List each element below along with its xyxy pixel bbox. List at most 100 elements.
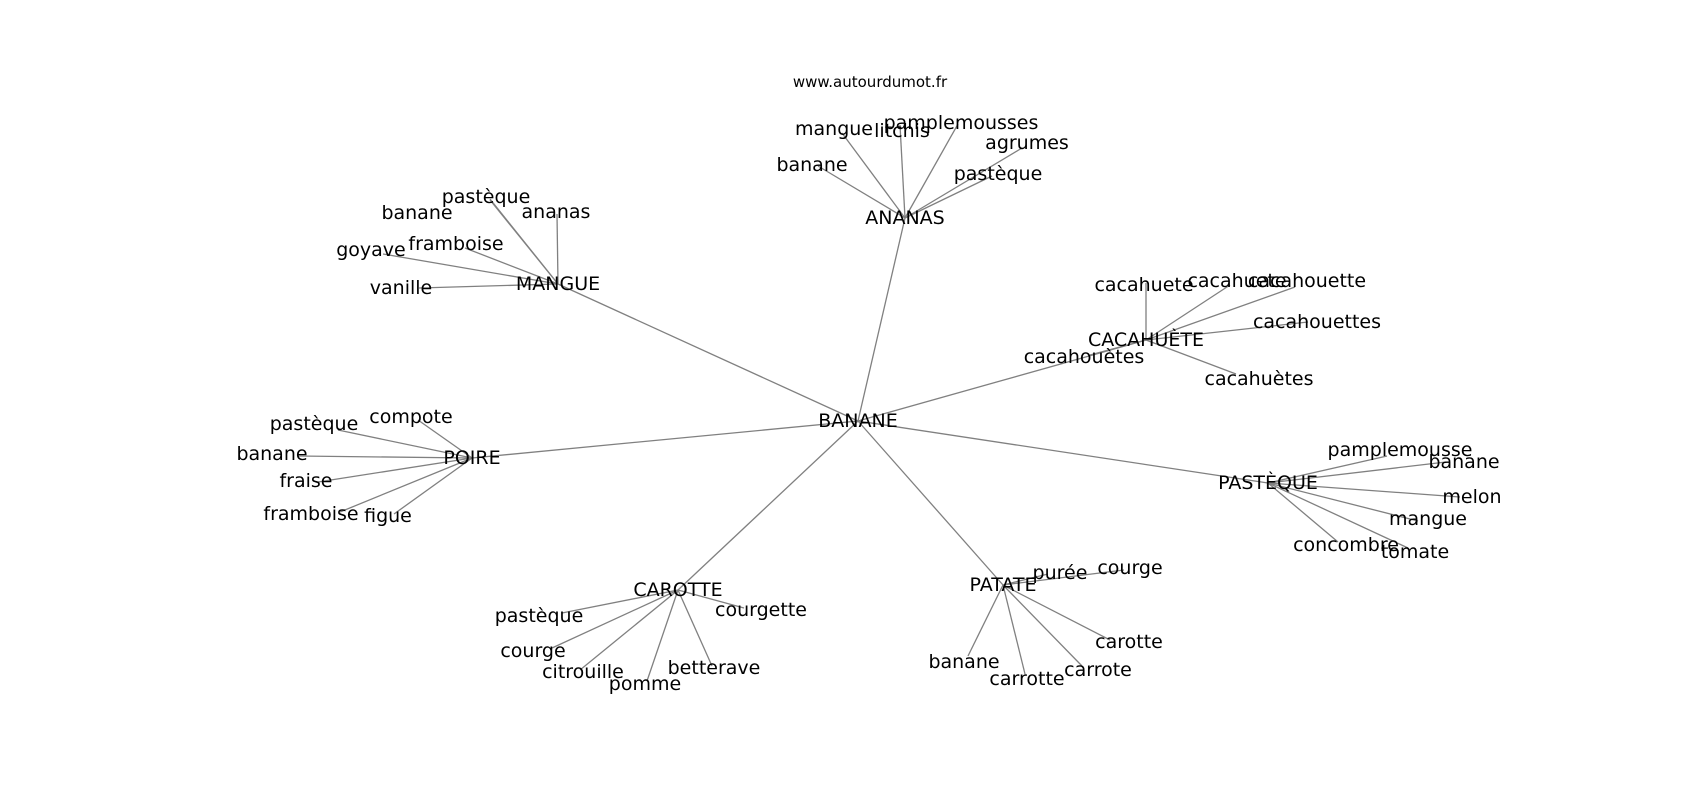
edge-center-to-6 <box>857 420 1004 586</box>
node-leaf-4-5: tomate <box>1381 541 1449 563</box>
edge-hub-5-leaf-3 <box>579 589 679 671</box>
edge-hub-5-leaf-5 <box>677 589 713 667</box>
edge-hub-2-leaf-5 <box>1145 339 1237 375</box>
node-leaf-3-1: pastèque <box>270 413 359 435</box>
edge-hub-3-leaf-0 <box>417 419 473 459</box>
node-leaf-4-1: banane <box>1428 451 1499 473</box>
node-hub-6: PATATE <box>969 574 1036 596</box>
node-leaf-5-4: pomme <box>609 673 681 695</box>
node-hub-5: CAROTTE <box>633 579 722 601</box>
node-leaf-3-2: banane <box>236 443 307 465</box>
node-leaf-0-0: mangue <box>795 118 873 140</box>
node-leaf-6-3: banane <box>928 651 999 673</box>
node-leaf-5-5: betterave <box>668 657 761 679</box>
edge-center-to-4 <box>857 420 1269 484</box>
edge-hub-3-leaf-1 <box>337 429 473 459</box>
edge-hub-6-leaf-5 <box>1002 584 1083 667</box>
node-leaf-1-4: goyave <box>336 239 406 261</box>
edge-hub-2-leaf-4 <box>1089 339 1147 356</box>
node-leaf-2-1: cacahuete <box>1187 270 1286 292</box>
node-leaf-1-1: banane <box>381 202 452 224</box>
edge-hub-1-leaf-1 <box>489 199 559 285</box>
edge-hub-3-leaf-5 <box>393 457 473 515</box>
edge-hub-0-leaf-3 <box>904 147 1023 219</box>
node-leaf-0-5: pastèque <box>954 163 1043 185</box>
node-leaf-0-1: litchis <box>874 120 930 142</box>
node-leaf-0-4: banane <box>776 154 847 176</box>
edge-hub-2-leaf-1 <box>1145 284 1231 341</box>
edge-hub-6-leaf-0 <box>1002 573 1049 586</box>
node-leaf-0-2: pamplemousses <box>884 112 1039 134</box>
node-leaf-4-3: mangue <box>1389 508 1467 530</box>
node-leaf-6-5: carrote <box>1064 659 1132 681</box>
node-leaf-0-3: agrumes <box>985 132 1069 154</box>
node-leaf-1-3: framboise <box>408 233 503 255</box>
node-hub-4: PASTÈQUE <box>1218 471 1318 494</box>
edge-hub-4-leaf-3 <box>1267 482 1419 522</box>
node-leaf-5-2: courge <box>500 640 565 662</box>
node-leaf-3-4: framboise <box>263 503 358 525</box>
node-leaf-5-3: citrouille <box>542 661 624 683</box>
node-leaf-3-3: fraise <box>279 470 332 492</box>
node-leaf-6-4: carrotte <box>989 668 1064 690</box>
edge-hub-0-leaf-2 <box>904 123 959 219</box>
edge-hub-3-leaf-3 <box>317 457 473 483</box>
edge-center-to-0 <box>857 217 906 422</box>
edge-hub-0-leaf-4 <box>817 165 906 219</box>
edge-hub-6-leaf-1 <box>1002 569 1125 586</box>
node-leaf-2-3: cacahouettes <box>1253 311 1381 333</box>
edge-hub-0-leaf-1 <box>899 124 906 219</box>
node-leaf-6-2: carotte <box>1095 631 1163 653</box>
edge-hub-0-leaf-5 <box>904 175 993 219</box>
node-hub-1: MANGUE <box>516 273 600 295</box>
edge-hub-5-leaf-1 <box>561 589 679 614</box>
node-leaf-2-4: cacahouètes <box>1024 346 1145 368</box>
edge-hub-4-leaf-5 <box>1267 482 1409 549</box>
node-leaf-6-0: purée <box>1033 562 1088 584</box>
node-leaf-4-4: concombre <box>1293 534 1399 556</box>
node-hub-2: CACAHUÈTE <box>1088 328 1204 351</box>
node-hub-3: POIRE <box>443 447 500 469</box>
edge-hub-5-leaf-4 <box>646 589 679 682</box>
edge-hub-1-leaf-4 <box>382 253 559 285</box>
edge-center-to-1 <box>557 283 859 422</box>
node-leaf-6-1: courge <box>1097 557 1162 579</box>
node-center: BANANE <box>818 410 897 432</box>
node-leaf-4-2: melon <box>1442 486 1501 508</box>
edge-hub-6-leaf-2 <box>1002 584 1111 641</box>
node-leaf-1-5: vanille <box>370 277 432 299</box>
edge-hub-0-leaf-0 <box>841 132 906 219</box>
edge-hub-4-leaf-0 <box>1267 455 1388 484</box>
graph-edges <box>297 123 1461 682</box>
node-leaf-3-5: figue <box>364 505 412 527</box>
edge-hub-5-leaf-0 <box>677 589 745 609</box>
edge-hub-1-leaf-5 <box>418 283 559 289</box>
edge-hub-1-leaf-2 <box>556 213 559 285</box>
edge-hub-1-leaf-3 <box>464 247 559 285</box>
edge-hub-6-leaf-3 <box>967 584 1004 657</box>
node-leaf-5-1: pastèque <box>495 605 584 627</box>
edge-hub-4-leaf-4 <box>1267 482 1339 543</box>
node-leaf-1-0: pastèque <box>442 186 531 208</box>
edge-hub-6-leaf-4 <box>1002 584 1026 675</box>
node-leaf-2-0: cacahuete <box>1094 274 1193 296</box>
node-leaf-1-2: ananas <box>522 201 591 223</box>
node-hub-0: ANANAS <box>865 207 944 229</box>
edge-hub-4-leaf-1 <box>1267 461 1447 484</box>
edge-hub-2-leaf-3 <box>1145 321 1309 341</box>
edge-hub-4-leaf-2 <box>1267 482 1461 498</box>
node-leaf-2-5: cacahuètes <box>1205 368 1314 390</box>
edge-center-to-5 <box>677 420 859 591</box>
node-leaf-5-0: courgette <box>715 599 807 621</box>
node-leaf-4-0: pamplemousse <box>1328 439 1473 461</box>
node-leaf-2-2: cacahouette <box>1248 270 1366 292</box>
edge-hub-3-leaf-4 <box>339 457 473 513</box>
edge-center-to-3 <box>471 420 859 459</box>
node-leaf-3-0: compote <box>369 406 452 428</box>
edge-hub-3-leaf-2 <box>297 455 473 459</box>
edge-hub-5-leaf-2 <box>551 589 679 649</box>
source-url: www.autourdumot.fr <box>793 73 948 91</box>
edge-hub-2-leaf-2 <box>1145 286 1296 341</box>
